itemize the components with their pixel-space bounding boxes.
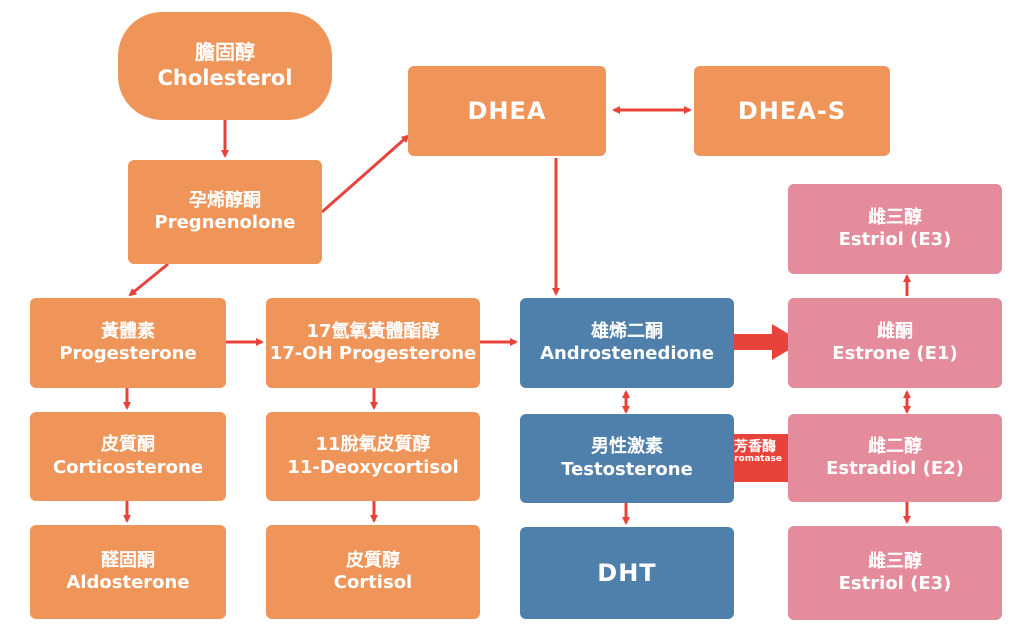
node-17-oh-progesterone: 17氫氧黃體酯醇 17-OH Progesterone <box>266 298 480 388</box>
node-cortisol: 皮質醇 Cortisol <box>266 525 480 619</box>
node-label-zh: 膽固醇 <box>195 40 255 65</box>
node-label-en: Estriol (E3) <box>838 573 952 594</box>
node-label-en: DHEA-S <box>737 97 847 125</box>
node-label-en: Testosterone <box>561 458 693 480</box>
node-label-en: DHT <box>597 559 657 587</box>
node-estrone: 雌酮 Estrone (E1) <box>788 298 1002 388</box>
node-corticosterone: 皮質酮 Corticosterone <box>30 412 226 501</box>
node-label-zh: 皮質醇 <box>346 549 400 571</box>
node-progesterone: 黃體素 Progesterone <box>30 298 226 388</box>
node-label-en: Cholesterol <box>157 66 293 91</box>
node-label-en: Progesterone <box>59 343 197 364</box>
node-label-zh: 雌二醇 <box>868 435 922 457</box>
node-label-en: Cortisol <box>333 572 413 593</box>
aromatase-label: 芳香酶 aromatase <box>722 439 788 465</box>
node-label-zh: 雌酮 <box>877 320 913 342</box>
node-label-en: Estrone (E1) <box>832 343 958 364</box>
node-label-zh: 醛固酮 <box>101 549 155 571</box>
node-label-en: 17-OH Progesterone <box>269 343 477 364</box>
node-androstenedione: 雄烯二酮 Androstenedione <box>520 298 734 388</box>
arrow-androstenedione-estrone <box>722 324 802 360</box>
node-dht: DHT <box>520 527 734 619</box>
node-label-zh: 皮質酮 <box>101 434 155 455</box>
node-estradiol: 雌二醇 Estradiol (E2) <box>788 414 1002 502</box>
node-label-zh: 孕烯醇酮 <box>189 189 261 211</box>
node-label-en: Pregnenolone <box>154 212 296 233</box>
node-label-en: DHEA <box>467 97 547 125</box>
node-label-zh: 雄烯二酮 <box>591 320 663 342</box>
node-label-en: Estradiol (E2) <box>826 458 964 479</box>
node-label-en: Estriol (E3) <box>838 229 952 250</box>
node-label-zh: 雌三醇 <box>868 206 922 228</box>
node-dhea-s: DHEA-S <box>694 66 890 156</box>
node-label-zh: 11脫氧皮質醇 <box>315 434 431 455</box>
node-pregnenolone: 孕烯醇酮 Pregnenolone <box>128 160 322 264</box>
node-label-zh: 男性激素 <box>591 436 663 457</box>
node-deoxycortisol: 11脫氧皮質醇 11-Deoxycortisol <box>266 412 480 501</box>
aromatase-en: aromatase <box>728 454 782 465</box>
node-cholesterol: 膽固醇 Cholesterol <box>118 12 332 120</box>
arrow-pregnenolone-dhea <box>321 134 410 214</box>
node-label-en: Androstenedione <box>540 343 714 364</box>
node-label-zh: 17氫氧黃體酯醇 <box>306 320 440 342</box>
node-aldosterone: 醛固酮 Aldosterone <box>30 525 226 619</box>
arrow-pregnenolone-progesterone <box>128 262 169 297</box>
node-label-zh: 雌三醇 <box>868 550 922 572</box>
node-label-en: Aldosterone <box>66 572 190 593</box>
node-dhea: DHEA <box>408 66 606 156</box>
node-label-zh: 黃體素 <box>101 320 155 342</box>
node-estriol-bottom: 雌三醇 Estriol (E3) <box>788 526 1002 620</box>
node-label-en: Corticosterone <box>52 456 204 478</box>
aromatase-zh: 芳香酶 <box>734 439 776 455</box>
node-label-en: 11-Deoxycortisol <box>287 456 459 478</box>
node-testosterone: 男性激素 Testosterone <box>520 414 734 503</box>
node-estriol-top: 雌三醇 Estriol (E3) <box>788 184 1002 274</box>
